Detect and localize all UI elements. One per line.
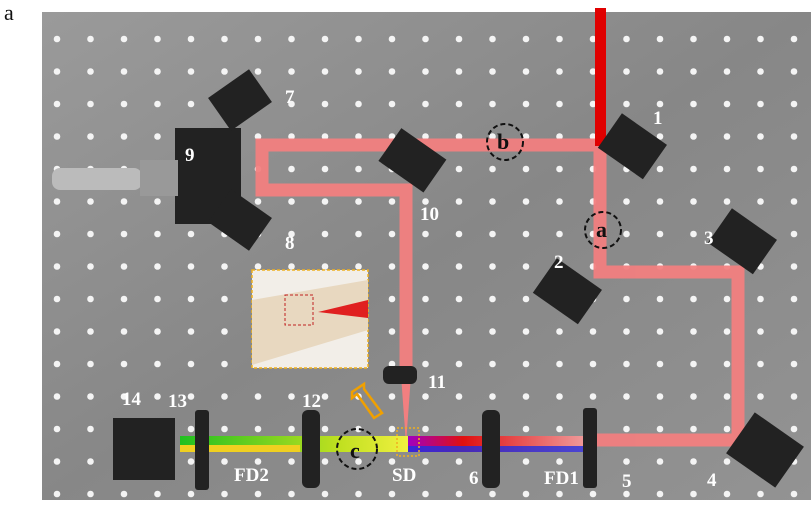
inset-zoom — [251, 269, 369, 369]
input-beam — [595, 8, 606, 146]
label-10: 10 — [420, 204, 439, 225]
label-fd2: FD2 — [234, 465, 269, 486]
label-8: 8 — [285, 233, 295, 254]
label-11: 11 — [428, 372, 446, 393]
label-fd1: FD1 — [544, 468, 579, 489]
mirror-mount-2 — [532, 258, 602, 325]
label-6: 6 — [469, 468, 479, 489]
label-13: 13 — [168, 391, 187, 412]
mirror-mount-4 — [726, 412, 804, 488]
sd-marker — [396, 427, 420, 457]
focused-beam — [401, 375, 411, 444]
mirror-mount-3 — [707, 208, 777, 275]
label-12: 12 — [302, 391, 321, 412]
mirror-mount-7 — [208, 69, 272, 131]
lens-mount-12 — [302, 410, 320, 488]
lens-mount-11 — [383, 366, 417, 384]
marker-c: c — [350, 438, 360, 463]
filter-mount-5 — [583, 408, 597, 488]
micrometer — [52, 168, 142, 190]
marker-circle-a — [584, 211, 622, 249]
marker-circle-c — [336, 428, 378, 470]
label-3: 3 — [704, 228, 714, 249]
label-7: 7 — [285, 87, 295, 108]
label-5: 5 — [622, 471, 632, 492]
lens-mount-6 — [482, 410, 500, 488]
label-2: 2 — [554, 252, 564, 273]
marker-circle-b — [486, 123, 524, 161]
yellow-component — [180, 445, 300, 452]
pump-beam — [255, 138, 745, 447]
label-1: 1 — [653, 108, 663, 129]
marker-b: b — [497, 129, 509, 154]
mirror-mount-10 — [378, 128, 447, 193]
detector-14 — [113, 418, 175, 480]
label-4: 4 — [707, 470, 717, 491]
mirror-mount-8 — [208, 189, 272, 251]
label-sd: SD — [392, 465, 416, 486]
filter-mount-13 — [195, 410, 209, 490]
mirror-mount-1 — [597, 113, 667, 180]
marker-a: a — [596, 217, 607, 242]
arrow-icon — [350, 381, 384, 420]
micrometer-body — [140, 160, 178, 196]
optical-mounts — [52, 69, 804, 490]
label-9: 9 — [185, 145, 195, 166]
panel-label: a — [4, 0, 14, 25]
label-14: 14 — [122, 389, 142, 410]
